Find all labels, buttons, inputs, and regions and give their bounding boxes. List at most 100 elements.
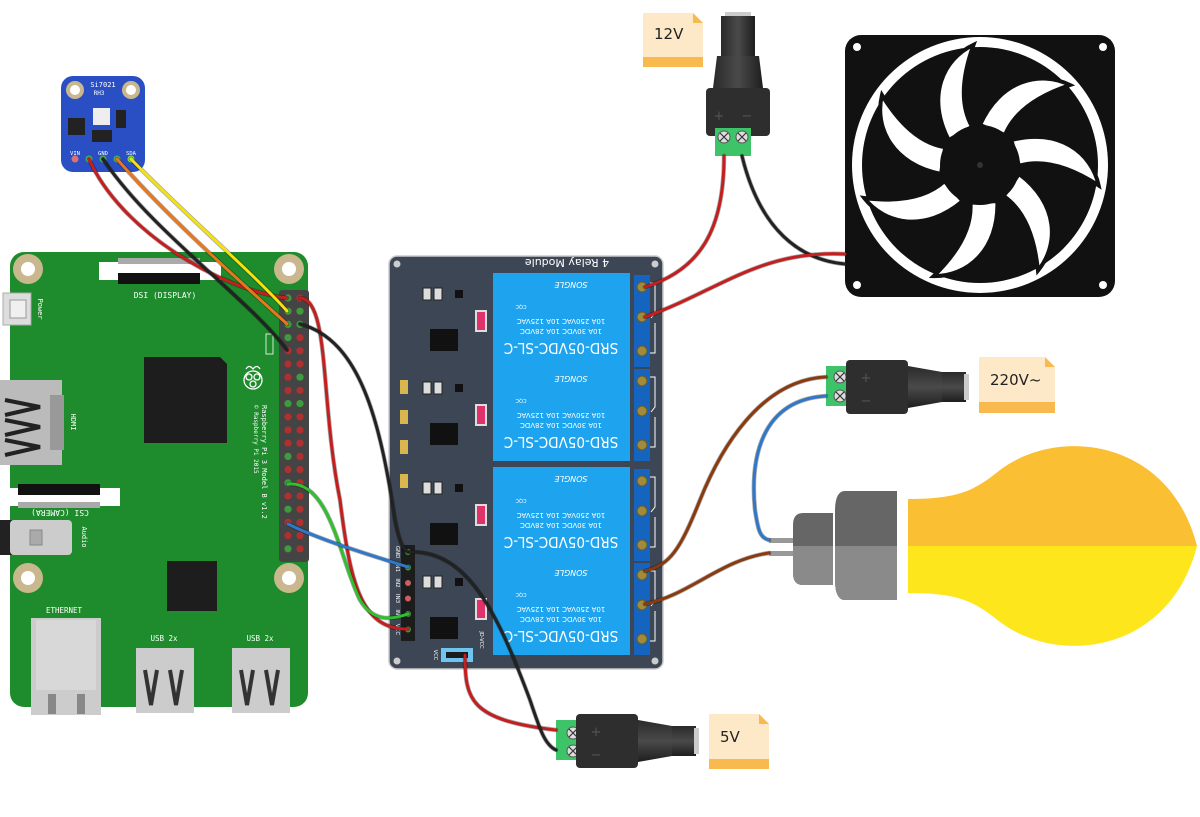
wire-5v-gnd[interactable] [408,550,558,752]
terminal-screw[interactable] [636,405,648,417]
gpio-pin[interactable] [296,413,304,421]
gpio-pin[interactable] [284,505,292,513]
usb-port-2: USB 2x [232,634,290,713]
gpio-pin[interactable] [284,439,292,447]
input-pin-label: IN4 [394,609,400,619]
gpio-pin[interactable] [284,373,292,381]
gpio-pin[interactable] [296,532,304,540]
csi-label: CSI (CAMERA) [31,508,89,517]
relay-cert: CQC [515,303,526,309]
relay-cert: CQC [515,591,526,597]
gpio-pin[interactable] [284,386,292,394]
wire-fan-relay[interactable] [643,252,847,319]
wire-pi-gpio-in1[interactable] [286,522,410,569]
wire-sensor-scl[interactable] [115,157,289,326]
input-pin-label: IN1 [394,563,400,572]
fan-blade [1008,134,1102,190]
minus-symbol: − [591,748,602,763]
mounting-hole [13,254,43,284]
usb2-label: USB 2x [246,634,274,643]
note-5v: 5V [709,714,769,769]
gpio-pin[interactable] [296,400,304,408]
gpio-label-box [265,333,274,355]
light-bulb [769,446,1197,646]
note-5v-text: 5V [720,728,741,746]
plus-symbol: + [591,725,602,740]
gpio-pin[interactable] [296,492,304,500]
input-pin-label: IN2 [394,578,400,587]
fan-blade [859,178,966,224]
gpio-pin[interactable] [296,439,304,447]
gpio-pin[interactable] [296,452,304,460]
pin-label-vin: VIN [70,151,80,157]
gpio-pin[interactable] [296,373,304,381]
ethernet-label: ETHERNET [46,606,83,615]
note-220v: 220V~ [979,357,1055,413]
gpio-pin[interactable] [284,545,292,553]
terminal-screw[interactable] [636,375,648,387]
usb-controller-chip [167,561,217,611]
gpio-header [279,290,309,562]
gpio-pin[interactable] [296,466,304,474]
wire-mains-neutral[interactable] [752,394,828,542]
input-pin-label: GND [394,546,400,559]
relay-brand: SONGLE [554,280,588,289]
minus-symbol: − [742,109,753,124]
terminal-screw[interactable] [636,633,648,645]
board-label: Raspberry Pi 3 Model B v1.2 [260,405,268,519]
copyright-label: © Raspberry Pi 2015 [252,405,259,474]
gpio-pin[interactable] [296,545,304,553]
gpio-pin[interactable] [284,360,292,368]
wire-pi-gnd-relay[interactable] [298,322,410,554]
input-pin-in3[interactable] [405,595,411,602]
input-pin-label: IN3 [394,594,400,604]
gpio-pin[interactable] [296,426,304,434]
gpio-pin[interactable] [284,400,292,408]
gpio-pin[interactable] [284,413,292,421]
gpio-pin[interactable] [284,334,292,342]
gpio-pin[interactable] [296,505,304,513]
gpio-pin[interactable] [284,532,292,540]
power-label: Power [36,298,44,319]
input-pin-in2[interactable] [405,580,411,586]
wire-sensor-sda[interactable] [129,157,289,313]
wire-pi-gpio-in4[interactable] [286,482,410,620]
gpio-pin[interactable] [296,518,304,527]
soc-chip [144,357,227,443]
gpio-pin[interactable] [296,307,304,315]
hdmi-label: HDMI [69,414,77,431]
wire-5v-jumper[interactable] [463,653,558,732]
terminal-screw[interactable] [636,505,648,517]
gpio-pin[interactable] [296,347,304,355]
note-220v-text: 220V~ [990,371,1041,389]
terminal-screw[interactable] [636,539,648,551]
fan-blade [977,76,1076,138]
wire-12v-plus[interactable] [643,154,726,289]
terminal-screw[interactable] [636,475,648,487]
terminal-screw[interactable] [636,345,648,357]
wire-sensor-gnd[interactable] [101,157,289,352]
gpio-pin[interactable] [284,492,292,500]
gpio-pin[interactable] [296,360,304,368]
wire-sensor-vin[interactable] [87,157,289,300]
gpio-pin[interactable] [296,386,304,394]
wire-mains-live[interactable] [643,375,828,573]
barrel-jack-5v: + − [556,714,699,768]
wire-12v-minus[interactable] [740,154,847,266]
plus-symbol: + [714,109,725,124]
relay-brand: SONGLE [554,474,588,483]
gpio-pin[interactable] [284,426,292,434]
gpio-pin[interactable] [284,452,292,460]
fan-blade [928,198,1000,279]
gpio-pin[interactable] [296,334,304,342]
terminal-screw[interactable] [636,439,648,451]
relay-model: SRD-05VDC-SL-C [504,533,618,551]
wire-bulb-relay[interactable] [643,551,771,606]
terminal-screw[interactable] [636,569,648,581]
csi-connector: CSI (CAMERA) [10,484,120,517]
relay-rating: 10A 250VAC 10A 125VAC [517,511,606,519]
wires [86,153,848,753]
gpio-pin[interactable] [284,466,292,474]
